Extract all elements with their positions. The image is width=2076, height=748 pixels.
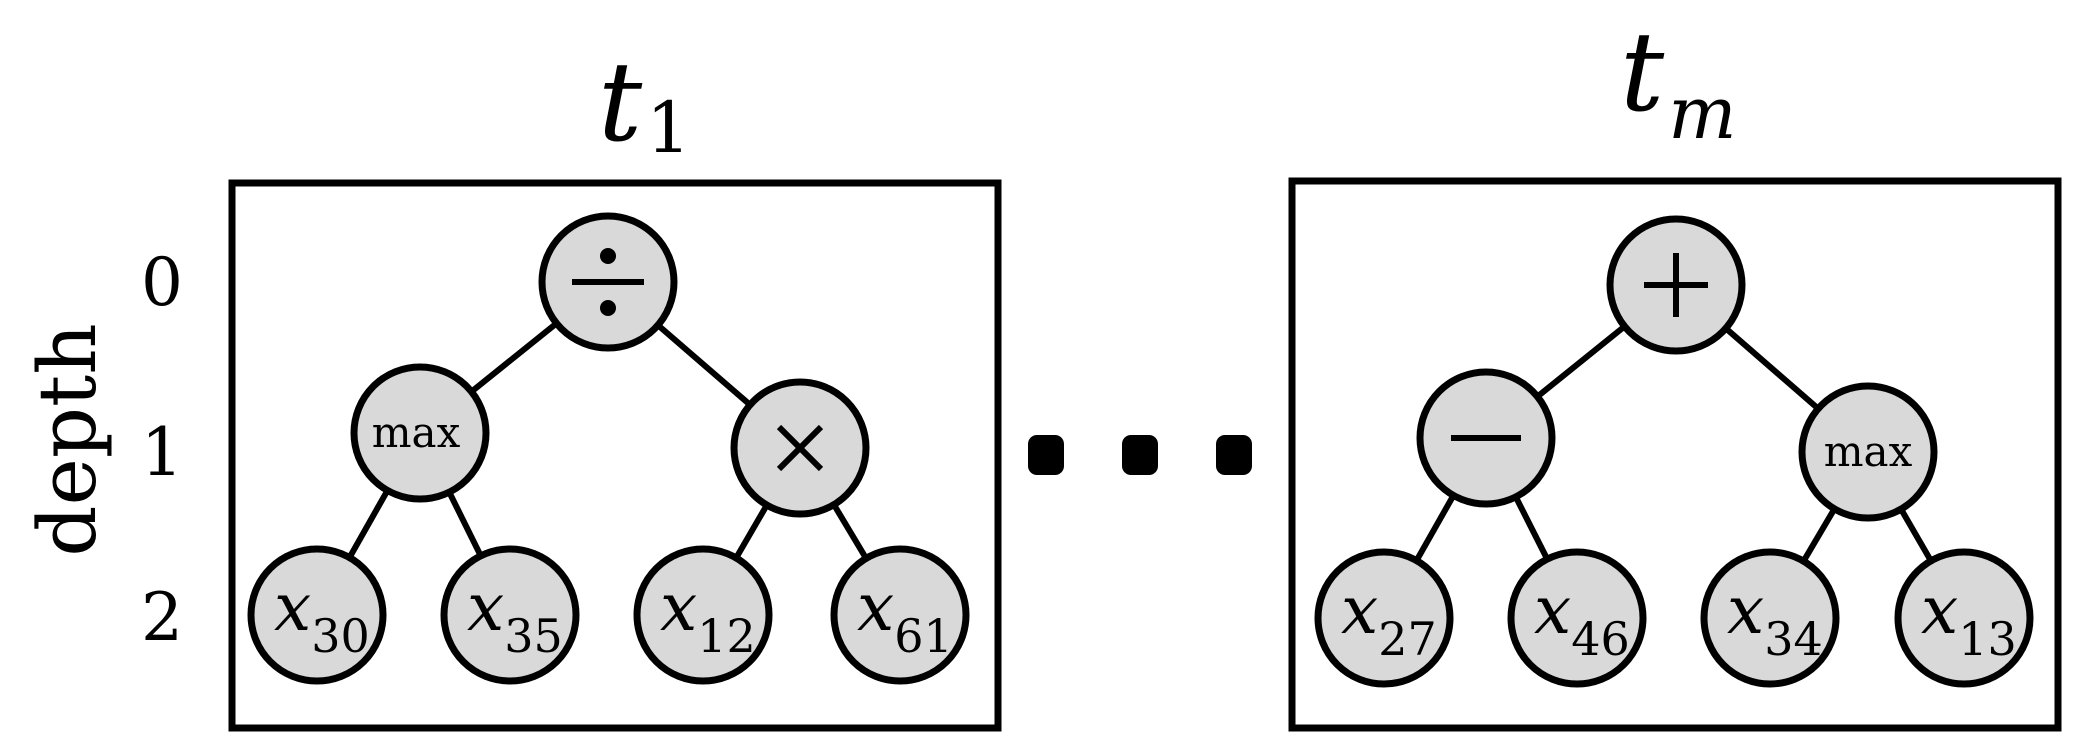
- ellipsis-icon: [1028, 435, 1252, 475]
- svg-text:x34: x34: [1727, 572, 1823, 666]
- leaf-x35: x35: [440, 545, 580, 685]
- leaf-x27: x27: [1314, 548, 1454, 688]
- depth-level-1: 1: [141, 414, 183, 491]
- node-max: max: [1798, 382, 1938, 522]
- minus-icon: [1416, 368, 1556, 508]
- svg-text:x13: x13: [1921, 572, 2017, 666]
- tree-tm-frame: [1288, 177, 2062, 732]
- tree-tm-title: tm: [1620, 8, 1737, 155]
- tree-t1: t1 max x30: [228, 38, 1002, 732]
- leaf-x13: x13: [1894, 548, 2034, 688]
- divide-icon: [538, 212, 678, 352]
- svg-text:x12: x12: [660, 569, 756, 663]
- svg-text:x35: x35: [467, 569, 563, 663]
- leaf-x46: x46: [1507, 548, 1647, 688]
- depth-axis-label: depth: [21, 323, 114, 556]
- svg-text:x30: x30: [274, 569, 370, 663]
- svg-text:max: max: [1824, 427, 1913, 476]
- depth-level-0: 0: [141, 244, 183, 321]
- leaf-x30: x30: [247, 545, 387, 685]
- leaf-x34: x34: [1700, 548, 1840, 688]
- leaf-x12: x12: [633, 545, 773, 685]
- node-max: max: [350, 363, 490, 503]
- svg-text:x61: x61: [857, 569, 953, 663]
- leaf-x61: x61: [830, 545, 970, 685]
- times-icon: [730, 378, 870, 518]
- tree-tm: tm max x27 x46: [1288, 8, 2062, 732]
- tree-t1-title: t1: [598, 38, 691, 169]
- depth-level-2: 2: [141, 579, 183, 656]
- svg-text:x27: x27: [1341, 572, 1437, 666]
- plus-icon: [1606, 215, 1746, 355]
- tree-t1-frame: [228, 179, 1002, 732]
- svg-text:max: max: [372, 408, 461, 457]
- svg-text:x46: x46: [1534, 572, 1630, 666]
